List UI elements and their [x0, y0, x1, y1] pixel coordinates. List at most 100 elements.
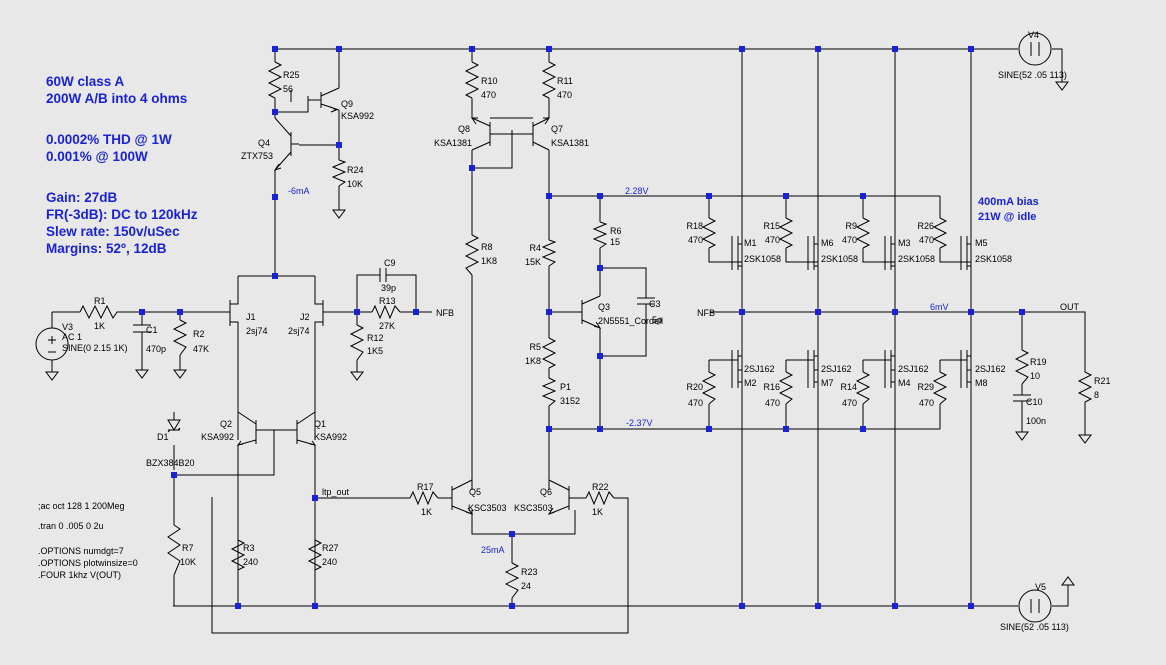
label-r6-value: 15 [610, 237, 620, 247]
resistor-r3 [230, 539, 246, 571]
bjts [236, 87, 602, 515]
label-v3-value: AC 1 [62, 332, 82, 342]
label-c3-value: 5p [652, 315, 662, 325]
resistor-r21 [1077, 371, 1093, 403]
resistor-r19 [1014, 349, 1030, 385]
label-m5-ref: M5 [975, 238, 988, 248]
label-r16-ref: R16 [763, 382, 780, 392]
net-ltp-out: ltp_out [322, 487, 350, 497]
label-r21-ref: R21 [1094, 376, 1111, 386]
mosfet-m8 [960, 312, 972, 429]
component-labels: R25 56 Q9 KSA992 Q4 ZTX753 R24 10K R10 4… [62, 30, 1111, 632]
mosfet-m2 [731, 312, 743, 429]
label-r27-value: 240 [322, 557, 337, 567]
label-r13-ref: R13 [379, 296, 396, 306]
resistor-r10 [464, 61, 480, 99]
label-r5-ref: R5 [529, 342, 541, 352]
resistor-r27 [307, 539, 323, 571]
meas-v-top: 2.28V [625, 186, 649, 196]
label-q9-ref: Q9 [341, 99, 353, 109]
label-q8-value: KSA1381 [434, 138, 472, 148]
label-r25-ref: R25 [283, 70, 300, 80]
note-specs-line3: Slew rate: 150v/uSec [46, 224, 180, 239]
mosfet-m3 [884, 196, 896, 312]
note-bias: 400mA bias 21W @ idle [978, 195, 1039, 225]
label-m1-ref: M1 [744, 238, 757, 248]
resistor-r17 [409, 490, 439, 506]
label-r2-ref: R2 [193, 329, 205, 339]
net-out: OUT [1060, 302, 1080, 312]
label-p1-value: 3152 [560, 396, 580, 406]
label-v5-ref: V5 [1035, 582, 1046, 592]
resistor-r5 [541, 337, 557, 369]
note-power-line1: 60W class A [46, 74, 125, 89]
label-r26-ref: R26 [917, 221, 934, 231]
label-r19-value: 10 [1030, 371, 1040, 381]
note-specs: Gain: 27dB FR(-3dB): DC to 120kHz Slew r… [46, 189, 198, 257]
label-r23-ref: R23 [521, 567, 538, 577]
note-distortion: 0.0002% THD @ 1W 0.001% @ 100W [46, 131, 172, 165]
sources [35, 32, 1052, 623]
label-r26-value: 470 [919, 235, 934, 245]
label-c3-ref: C3 [649, 299, 661, 309]
transistor-q3 [581, 295, 602, 329]
label-r11-value: 470 [557, 90, 572, 100]
note-distortion-line2: 0.001% @ 100W [46, 149, 148, 164]
label-q3-value: 2N5551_Cordell [598, 316, 663, 326]
label-r20-value: 470 [688, 398, 703, 408]
note-bias-line2: 21W @ idle [978, 211, 1037, 223]
label-r24-value: 10K [347, 179, 363, 189]
meas-v-out: 6mV [930, 302, 949, 312]
resistor-r16 [778, 371, 794, 405]
label-m4-value: 2SJ162 [898, 364, 929, 374]
label-r27-ref: R27 [322, 543, 339, 553]
resistor-p1 [541, 377, 557, 407]
label-r9-ref: R9 [845, 221, 857, 231]
label-r13-value: 27K [379, 321, 395, 331]
label-c10-value: 100n [1026, 416, 1046, 426]
note-specs-line2: FR(-3dB): DC to 120kHz [46, 207, 198, 222]
label-q4-ref: Q4 [258, 138, 270, 148]
label-m7-ref: M7 [821, 378, 834, 388]
voltage-source-v3 [35, 327, 69, 361]
label-m3-ref: M3 [898, 238, 911, 248]
label-r1-ref: R1 [94, 296, 106, 306]
resistor-r11 [541, 61, 557, 99]
spice-directive-plotwinsize: .OPTIONS plotwinsize=0 [38, 558, 138, 568]
transistor-q2 [236, 411, 274, 446]
note-specs-line4: Margins: 52º, 12dB [46, 241, 167, 256]
label-r8-value: 1K8 [481, 256, 497, 266]
resistor-r15 [778, 217, 794, 249]
note-distortion-line1: 0.0002% THD @ 1W [46, 132, 172, 147]
label-r1-value: 1K [94, 321, 105, 331]
label-q9-value: KSA992 [341, 111, 374, 121]
resistor-r18 [701, 217, 717, 249]
spice-directive-ac: ;ac oct 128 1 200Meg [38, 501, 125, 511]
label-q2-value: KSA992 [201, 432, 234, 442]
label-r21-value: 8 [1094, 390, 1099, 400]
label-r5-value: 1K8 [525, 356, 541, 366]
label-r9-value: 470 [842, 235, 857, 245]
label-c1-value: 470p [146, 344, 166, 354]
label-r24-ref: R24 [347, 165, 364, 175]
transistor-q1 [274, 411, 317, 446]
capacitor-c1 [133, 324, 151, 340]
meas-i-tail: 25mA [481, 545, 505, 555]
label-r3-value: 240 [243, 557, 258, 567]
label-q3-ref: Q3 [598, 302, 610, 312]
label-r11-ref: R11 [557, 76, 573, 86]
label-r22-value: 1K [592, 507, 603, 517]
resistor-r26 [932, 217, 948, 249]
label-r10-ref: R10 [481, 76, 498, 86]
resistor-r14 [855, 371, 871, 405]
label-j2-ref: J2 [300, 312, 310, 322]
resistor-r22 [585, 490, 615, 506]
jfet-j2 [314, 295, 333, 330]
wires [51, 48, 1086, 634]
label-v4-spec: SINE(52 .05 113) [998, 70, 1067, 80]
label-d1-value: BZX384B20 [146, 458, 195, 468]
label-m8-value: 2SJ162 [975, 364, 1006, 374]
label-r18-value: 470 [688, 235, 703, 245]
capacitor-c3 [637, 297, 655, 326]
label-r8-ref: R8 [481, 242, 493, 252]
